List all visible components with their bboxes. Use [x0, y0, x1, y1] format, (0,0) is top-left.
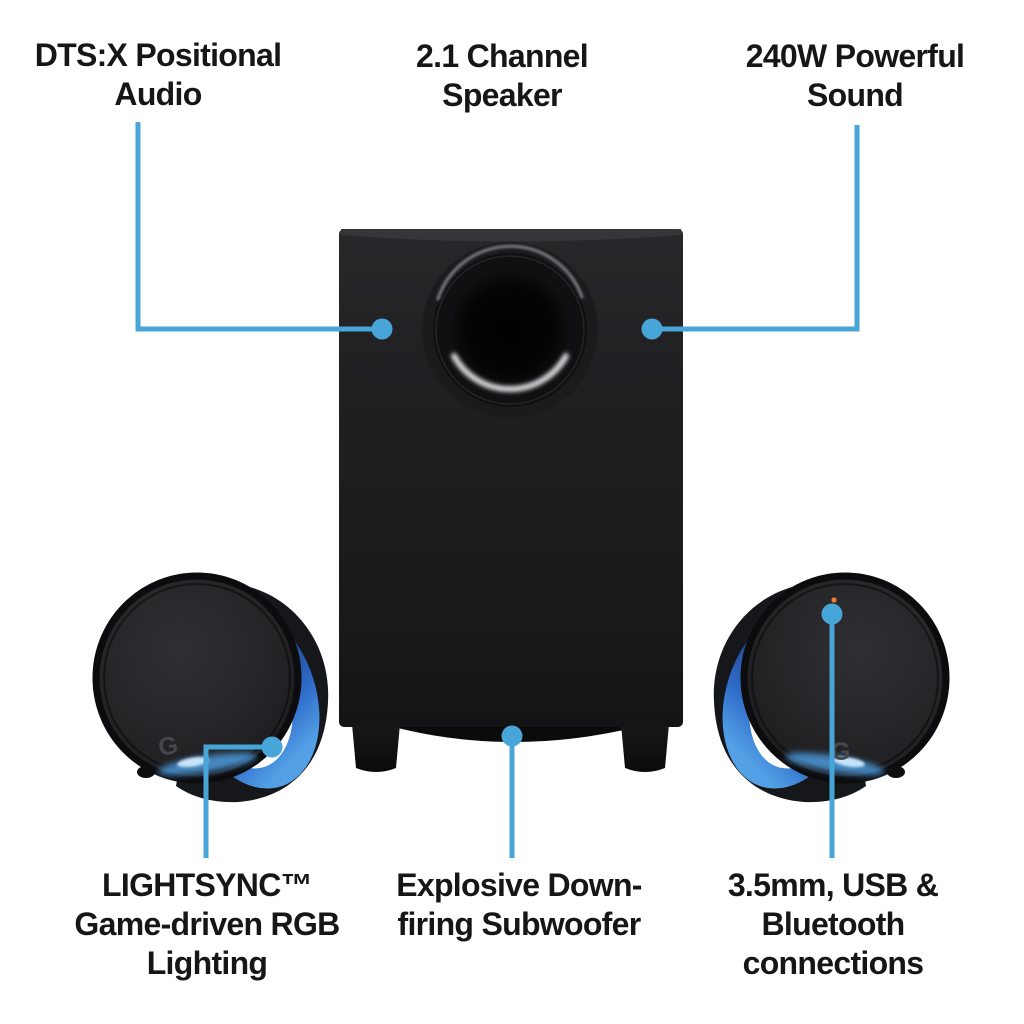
label-line: Audio: [114, 76, 202, 112]
subwoofer: [339, 229, 683, 772]
label-lightsync-rgb: LIGHTSYNC™ Game-driven RGB Lighting: [74, 866, 340, 983]
label-channel-speaker: 2.1 Channel Speaker: [416, 37, 589, 115]
label-dts-positional-audio: DTS:X Positional Audio: [35, 36, 282, 114]
label-line: Explosive Down-: [396, 867, 642, 903]
subwoofer-foot-right: [621, 724, 669, 772]
callout-lines: [135, 122, 860, 858]
driver-highlight-bottom: [451, 353, 569, 392]
subwoofer-cabinet: [339, 229, 683, 727]
subwoofer-foot-left: [352, 724, 400, 772]
label-line: DTS:X Positional: [34, 37, 282, 73]
label-line: firing Subwoofer: [397, 906, 641, 942]
label-connections: 3.5mm, USB & Bluetooth connections: [727, 866, 939, 983]
power-led-indicator: [831, 597, 837, 603]
label-line: LIGHTSYNC™: [102, 867, 313, 903]
callout-dot-dts: [371, 318, 393, 340]
label-line: 2.1 Channel: [416, 38, 589, 74]
callout-dot-watt: [641, 318, 663, 340]
driver-highlight-top: [436, 244, 584, 301]
satellite-grille: [92, 572, 302, 784]
label-line: Lighting: [146, 945, 268, 981]
callout-line-watt: [656, 125, 860, 332]
g-logo-icon: G: [156, 731, 180, 762]
label-line: Bluetooth: [761, 906, 906, 942]
callout-dot-lightsync: [261, 736, 283, 758]
satellite-foot: [137, 766, 155, 778]
callout-line-lightsync: [203, 744, 268, 858]
callout-line-dts: [135, 122, 378, 332]
label-line: Game-driven RGB: [74, 906, 340, 942]
label-line: Sound: [806, 77, 904, 113]
callout-dot-subwoofer: [501, 725, 523, 747]
label-line: 240W Powerful: [745, 38, 965, 74]
subwoofer-top-face: [341, 229, 681, 242]
label-downfiring-subwoofer: Explosive Down- firing Subwoofer: [396, 866, 642, 944]
lightsync-glow-core: [177, 756, 209, 768]
callout-dot-connections: [821, 603, 843, 625]
label-line: connections: [742, 945, 924, 981]
label-line: 3.5mm, USB &: [727, 867, 939, 903]
label-line: Speaker: [442, 77, 562, 113]
left-satellite-speaker: [92, 572, 329, 803]
g-logo-icon: G: [831, 738, 850, 766]
label-powerful-sound: 240W Powerful Sound: [746, 37, 965, 115]
subwoofer-driver: [422, 242, 598, 418]
